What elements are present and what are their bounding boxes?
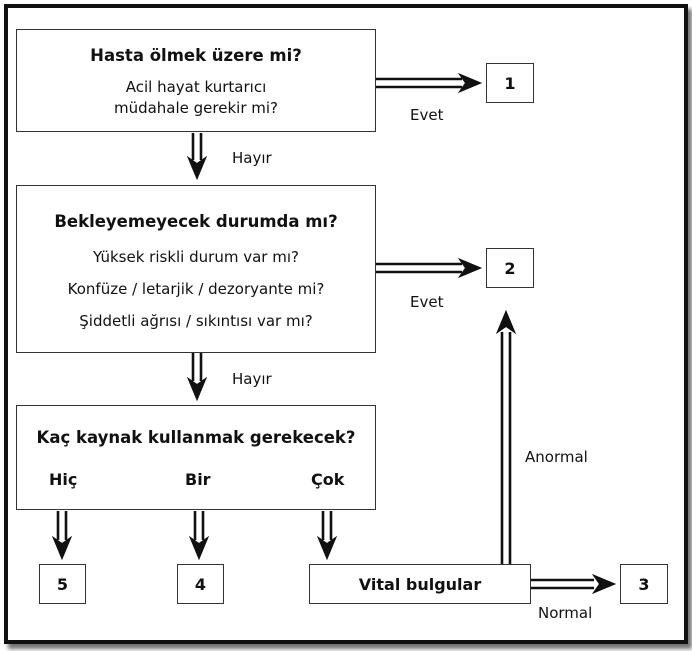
arrow-to-4 xyxy=(189,511,209,560)
arrow-normal-to-3 xyxy=(531,574,616,594)
label-no: Hayır xyxy=(232,149,272,167)
decision-title: Hasta ölmek üzere mi? xyxy=(90,46,302,65)
option-none: Hiç xyxy=(49,470,78,489)
label-normal: Normal xyxy=(538,604,593,622)
arrow-abnormal-to-2 xyxy=(496,310,516,564)
decision-question: Konfüze / letarjik / dezoryante mi? xyxy=(67,280,325,298)
arrow-to-5 xyxy=(52,511,72,560)
result-2: 2 xyxy=(486,248,534,288)
arrow-to-1 xyxy=(376,73,482,93)
label-abnormal: Anormal xyxy=(525,448,588,466)
decision-box-resources: Kaç kaynak kullanmak gerekecek? Hiç Bir … xyxy=(16,405,376,510)
arrow-to-vital-signs xyxy=(317,511,337,560)
result-5: 5 xyxy=(39,564,86,604)
option-one: Bir xyxy=(185,470,211,489)
arrow-down-no xyxy=(187,133,207,180)
decision-question: Şiddetli ağrısı / sıkıntısı var mı? xyxy=(79,312,313,330)
option-many: Çok xyxy=(311,470,345,489)
label-yes: Evet xyxy=(410,106,444,124)
decision-box-dying: Hasta ölmek üzere mi? Acil hayat kurtarı… xyxy=(16,29,376,132)
decision-question: müdahale gerekir mi? xyxy=(113,99,279,117)
result-3: 3 xyxy=(620,564,668,604)
decision-title: Kaç kaynak kullanmak gerekecek? xyxy=(36,428,356,447)
decision-box-cannot-wait: Bekleyemeyecek durumda mı? Yüksek riskli… xyxy=(16,185,376,353)
label-no: Hayır xyxy=(232,370,272,388)
label-yes: Evet xyxy=(410,293,444,311)
vital-signs-box: Vital bulgular xyxy=(309,564,531,604)
arrow-down-no xyxy=(187,353,207,401)
arrowheads xyxy=(52,73,616,594)
result-4: 4 xyxy=(177,564,224,604)
result-1: 1 xyxy=(486,63,534,103)
decision-title: Bekleyemeyecek durumda mı? xyxy=(54,212,338,231)
arrow-to-2 xyxy=(376,258,482,278)
decision-question: Yüksek riskli durum var mı? xyxy=(93,248,299,266)
decision-question: Acil hayat kurtarıcı xyxy=(125,78,267,96)
